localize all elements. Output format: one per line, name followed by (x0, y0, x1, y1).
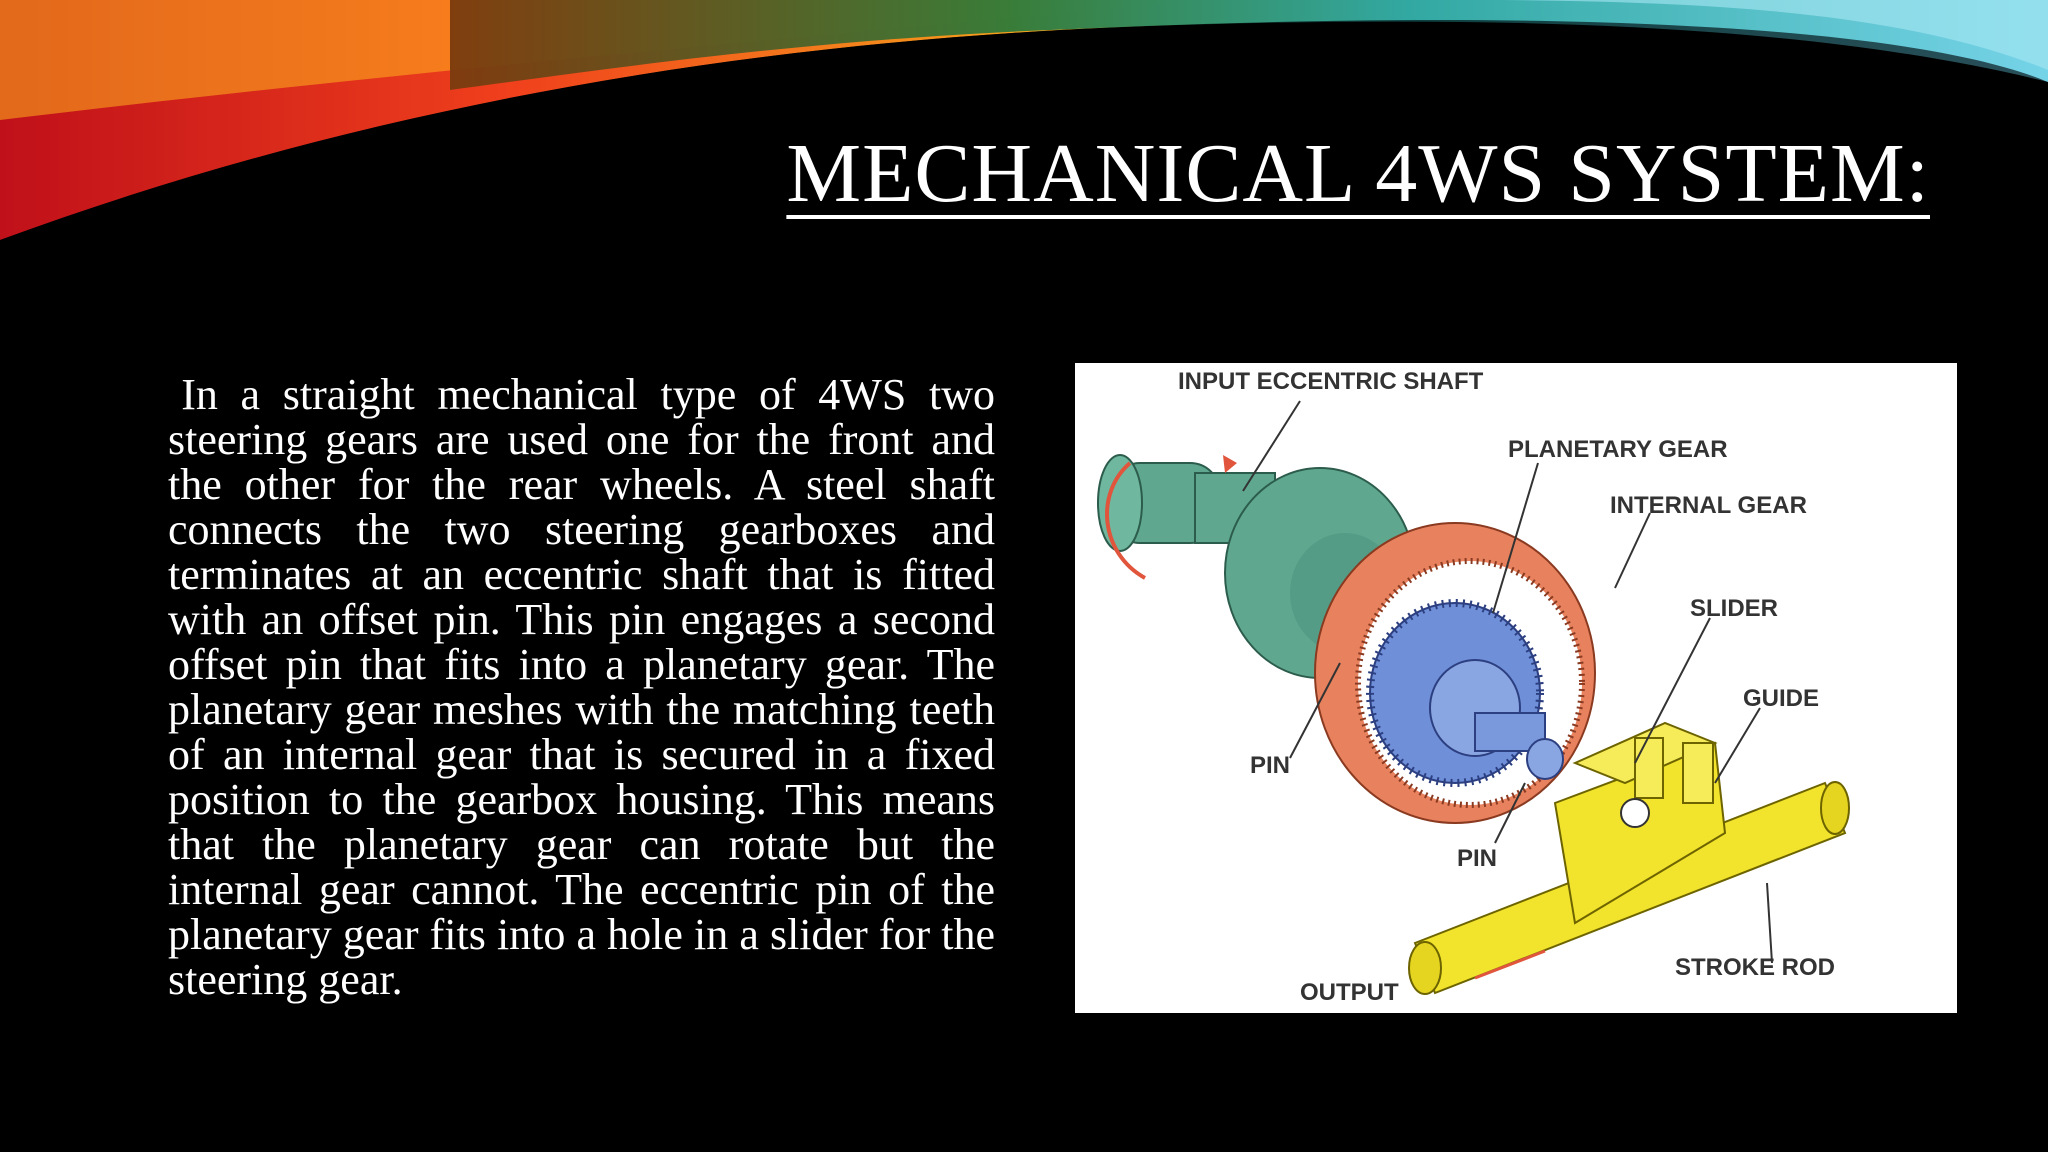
slide-body-text: In a straight mechanical type of 4WS two… (168, 370, 995, 1004)
label-pin-left: PIN (1250, 752, 1290, 779)
rotation-arrowhead (1223, 455, 1237, 473)
rotation-arrow (1105, 461, 1146, 580)
mechanism-diagram: INPUT ECCENTRIC SHAFT PLANETARY GEAR INT… (1075, 363, 1957, 1013)
diagram-canvas: INPUT ECCENTRIC SHAFT PLANETARY GEAR INT… (1097, 368, 1850, 1006)
label-internal-gear: INTERNAL GEAR (1610, 492, 1807, 519)
leader-lines (1242, 400, 1773, 964)
output-arrow (1474, 949, 1546, 980)
label-output: OUTPUT (1300, 979, 1399, 1006)
label-guide: GUIDE (1743, 685, 1819, 712)
label-pin-bottom: PIN (1457, 845, 1497, 872)
label-input-eccentric-shaft: INPUT ECCENTRIC SHAFT (1178, 368, 1484, 395)
decorative-swoosh-banner (0, 0, 2048, 253)
slider-shape (1553, 721, 1727, 925)
label-planetary-gear: PLANETARY GEAR (1508, 436, 1728, 463)
slide-title: MECHANICAL 4WS SYSTEM: (786, 127, 1930, 220)
label-slider: SLIDER (1690, 595, 1778, 622)
label-stroke-rod: STROKE ROD (1675, 954, 1835, 981)
planetary-gear-shape (1366, 599, 1564, 787)
